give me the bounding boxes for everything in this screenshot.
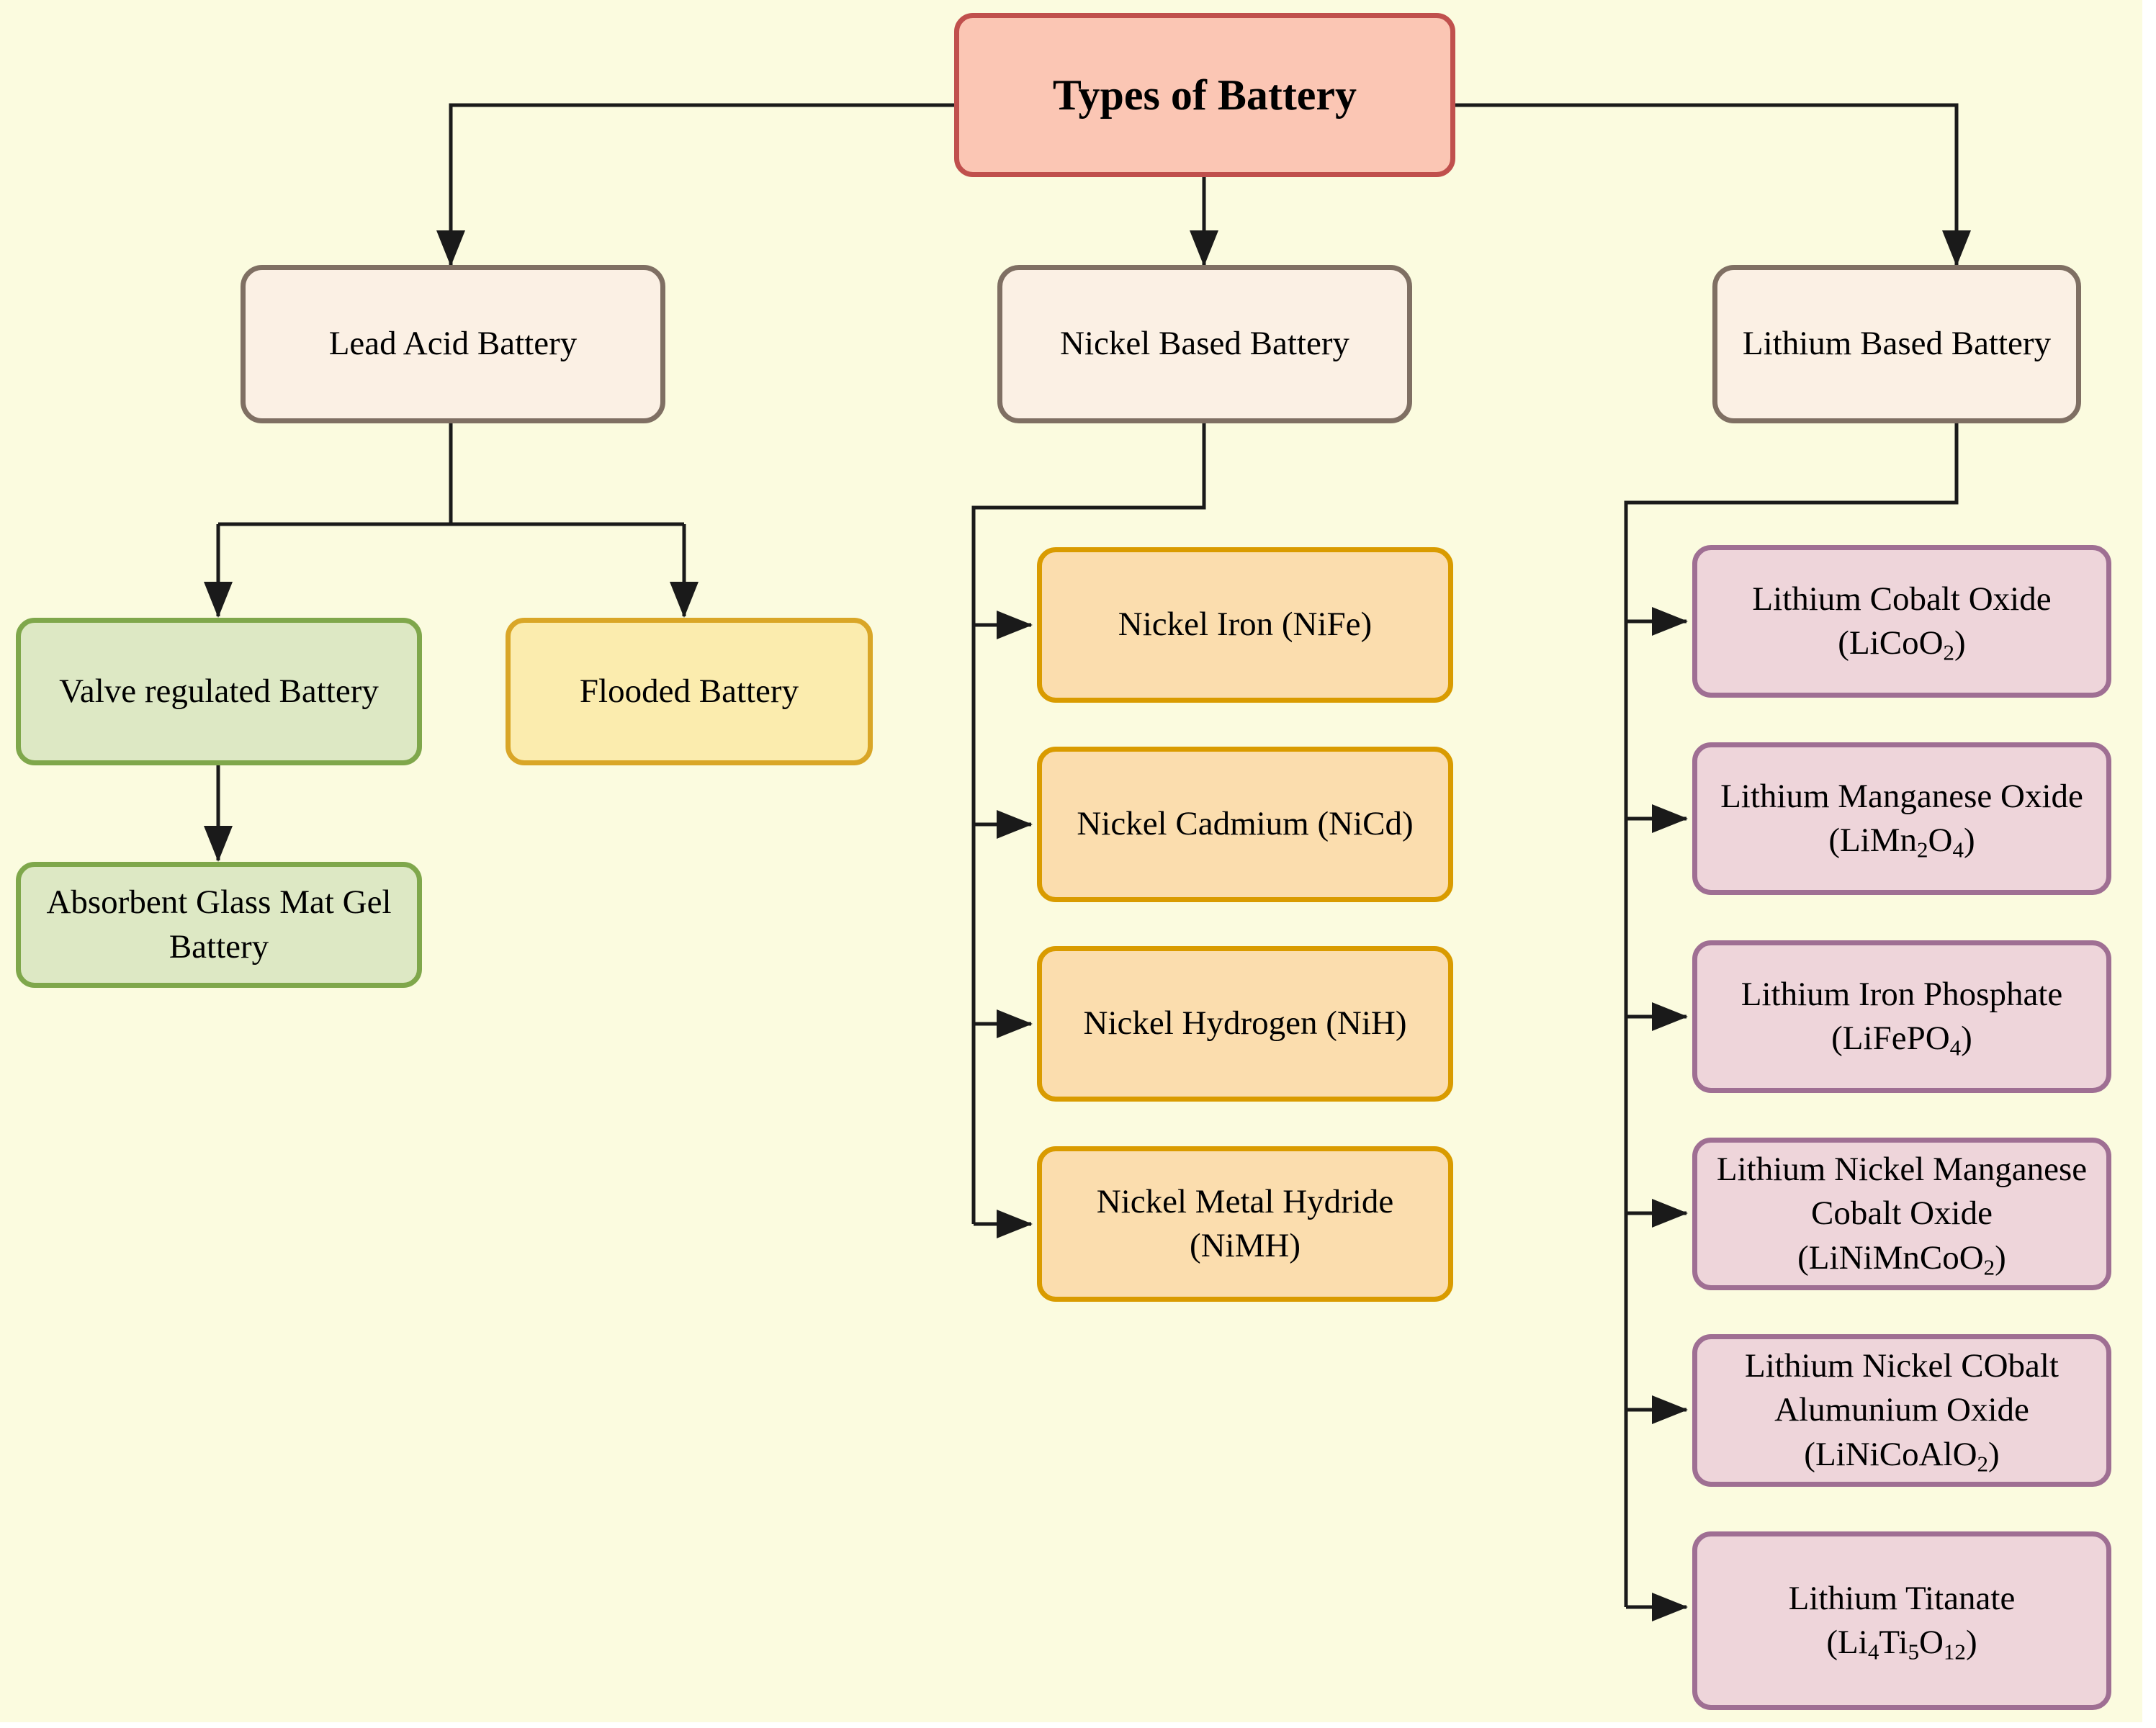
node-label: Lithium Nickel Manganese Cobalt Oxide (L… — [1704, 1148, 2099, 1279]
node-lithium-titanate[interactable]: Lithium Titanate (Li4Ti5O12) — [1692, 1531, 2111, 1710]
edge-root-to-lead-acid — [436, 103, 954, 266]
node-root-types-of-battery[interactable]: Types of Battery — [954, 13, 1455, 177]
node-nickel-based-battery[interactable]: Nickel Based Battery — [997, 265, 1412, 423]
node-label: Nickel Based Battery — [1060, 325, 1349, 363]
node-formula: (LiCoO2) — [1838, 624, 1966, 665]
node-formula: (LiFePO4) — [1831, 1020, 1972, 1061]
node-name: Lithium Nickel Manganese Cobalt Oxide — [1716, 1151, 2088, 1233]
node-label: Lithium Nickel CObalt Alumunium Oxide (L… — [1704, 1344, 2099, 1476]
node-nickel-metal-hydride[interactable]: Nickel Metal Hydride (NiMH) — [1037, 1146, 1453, 1302]
node-name: Lithium Manganese Oxide — [1720, 777, 2083, 815]
node-label: Types of Battery — [1052, 71, 1357, 119]
node-label: Lithium Based Battery — [1742, 325, 2052, 363]
node-formula: (LiNiCoAlO2) — [1804, 1435, 2000, 1477]
node-name: Lithium Titanate — [1788, 1579, 2016, 1617]
node-label: Nickel Metal Hydride (NiMH) — [1049, 1180, 1441, 1268]
edge-root-to-lithium — [1455, 103, 1971, 266]
node-lithium-nickel-cobalt-aluminium-oxide[interactable]: Lithium Nickel CObalt Alumunium Oxide (L… — [1692, 1334, 2111, 1487]
node-absorbent-glass-mat-gel-battery[interactable]: Absorbent Glass Mat Gel Battery — [16, 862, 422, 988]
node-label: Lithium Iron Phosphate (LiFePO4) — [1704, 973, 2099, 1061]
node-label: Nickel Iron (NiFe) — [1118, 606, 1373, 644]
node-label: Lead Acid Battery — [328, 325, 578, 363]
node-label: Nickel Hydrogen (NiH) — [1083, 1004, 1407, 1043]
node-label: Lithium Manganese Oxide (LiMn2O4) — [1704, 775, 2099, 863]
node-formula: (Li4Ti5O12) — [1826, 1624, 1977, 1665]
node-name: Lithium Cobalt Oxide — [1752, 580, 2052, 618]
node-nickel-iron[interactable]: Nickel Iron (NiFe) — [1037, 547, 1453, 703]
right-margin-strip — [2142, 0, 2156, 1728]
node-formula: (LiMn2O4) — [1828, 822, 1975, 863]
node-label: Flooded Battery — [579, 672, 799, 710]
node-lithium-manganese-oxide[interactable]: Lithium Manganese Oxide (LiMn2O4) — [1692, 742, 2111, 895]
node-nickel-cadmium[interactable]: Nickel Cadmium (NiCd) — [1037, 747, 1453, 902]
node-label: Absorbent Glass Mat Gel Battery — [46, 883, 392, 966]
node-valve-regulated-battery[interactable]: Valve regulated Battery — [16, 618, 422, 765]
node-label: Valve regulated Battery — [59, 672, 379, 710]
node-label: Lithium Cobalt Oxide (LiCoO2) — [1704, 577, 2099, 665]
node-nickel-hydrogen[interactable]: Nickel Hydrogen (NiH) — [1037, 946, 1453, 1102]
node-label: Lithium Titanate (Li4Ti5O12) — [1704, 1577, 2099, 1665]
bottom-margin-strip — [0, 1722, 2156, 1728]
node-lithium-cobalt-oxide[interactable]: Lithium Cobalt Oxide (LiCoO2) — [1692, 545, 2111, 698]
node-formula: (NiMH) — [1189, 1227, 1301, 1264]
node-lithium-iron-phosphate[interactable]: Lithium Iron Phosphate (LiFePO4) — [1692, 940, 2111, 1093]
node-name: Lithium Iron Phosphate — [1740, 975, 2063, 1013]
node-lithium-nickel-manganese-cobalt-oxide[interactable]: Lithium Nickel Manganese Cobalt Oxide (L… — [1692, 1138, 2111, 1290]
node-label: Nickel Cadmium (NiCd) — [1077, 805, 1414, 843]
node-lead-acid-battery[interactable]: Lead Acid Battery — [241, 265, 665, 423]
node-name: Nickel Metal Hydride — [1096, 1182, 1394, 1220]
node-flooded-battery[interactable]: Flooded Battery — [506, 618, 873, 765]
node-name: Lithium Nickel CObalt Alumunium Oxide — [1745, 1347, 2059, 1429]
node-lithium-based-battery[interactable]: Lithium Based Battery — [1712, 265, 2081, 423]
node-formula: (LiNiMnCoO2) — [1797, 1238, 2006, 1280]
